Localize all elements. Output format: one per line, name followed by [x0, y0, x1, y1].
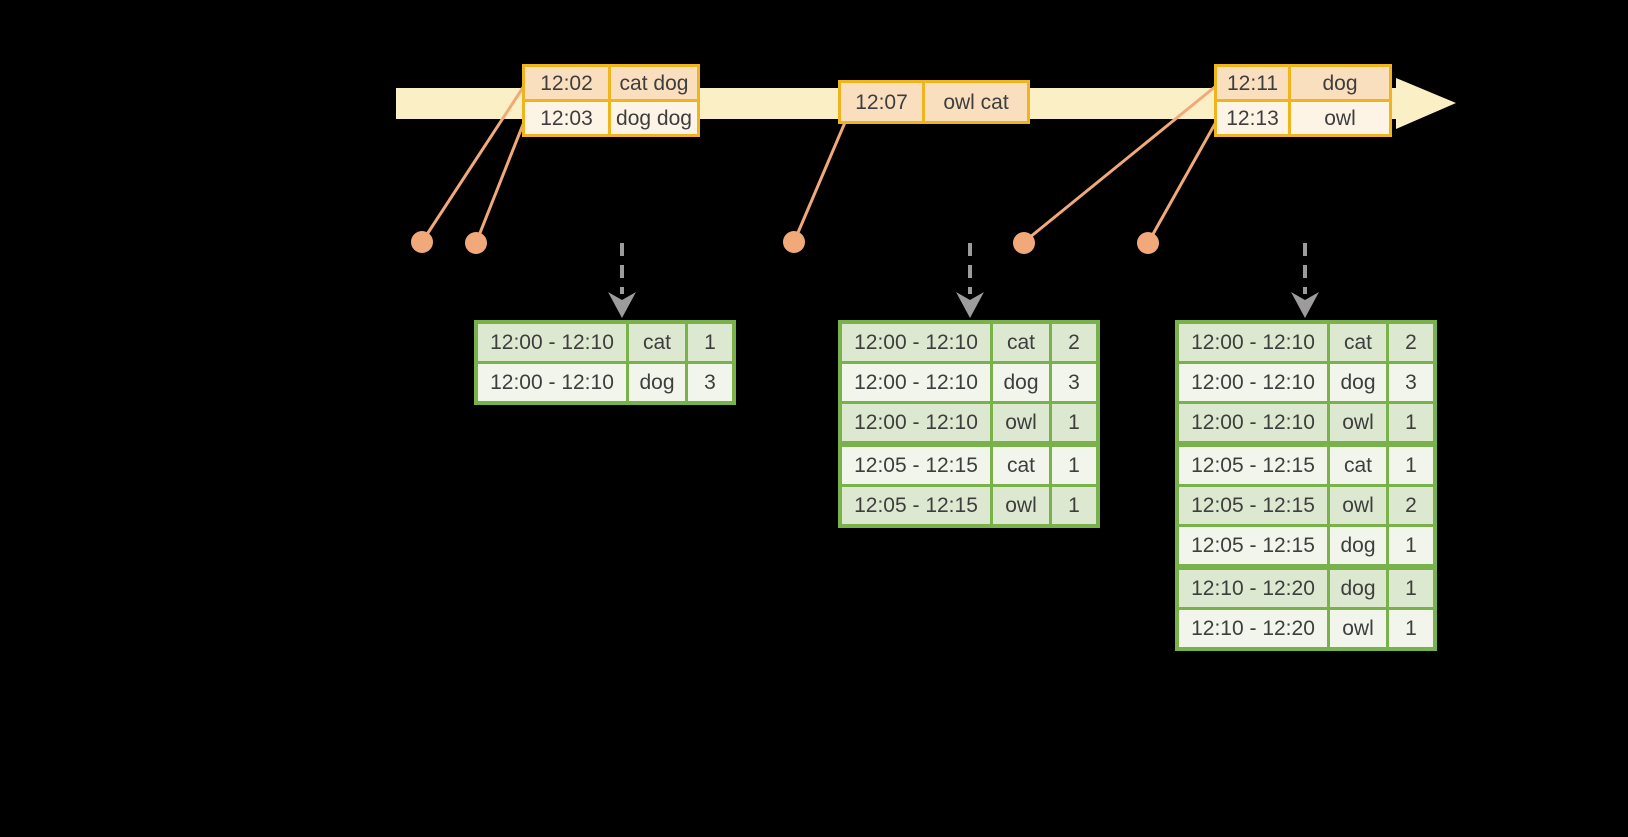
window-cell: 12:10 - 12:20 [1179, 570, 1327, 607]
event-words-cell: cat dog [611, 67, 697, 99]
count-cell: 2 [1389, 487, 1433, 524]
count-cell: 1 [1052, 404, 1096, 441]
table-row: 12:00 - 12:10 owl 1 [1179, 404, 1433, 441]
table-row: 12:00 - 12:10 cat 1 [478, 324, 732, 361]
word-cell: owl [993, 404, 1049, 441]
event-dot [411, 231, 433, 253]
window-cell: 12:00 - 12:10 [1179, 404, 1327, 441]
window-cell: 12:00 - 12:10 [1179, 324, 1327, 361]
table-row: 12:00 - 12:10 cat 2 [1179, 324, 1433, 361]
word-cell: owl [1330, 610, 1386, 647]
count-cell: 1 [1389, 610, 1433, 647]
word-cell: dog [1330, 527, 1386, 564]
event-table-1: 12:02 cat dog 12:03 dog dog [522, 64, 700, 137]
count-cell: 2 [1389, 324, 1433, 361]
window-cell: 12:00 - 12:10 [842, 404, 990, 441]
trigger-arrowhead-icon [608, 292, 636, 318]
table-row: 12:00 - 12:10 cat 2 [842, 324, 1096, 361]
word-cell: owl [993, 487, 1049, 524]
count-cell: 1 [1389, 527, 1433, 564]
event-time-cell: 12:03 [525, 102, 608, 134]
count-cell: 3 [1389, 364, 1433, 401]
event-words-cell: dog [1291, 67, 1389, 99]
table-row: 12:05 - 12:15 owl 1 [842, 487, 1096, 524]
table-row: 12:05 - 12:15 cat 1 [842, 447, 1096, 484]
event-time-cell: 12:02 [525, 67, 608, 99]
window-cell: 12:05 - 12:15 [1179, 487, 1327, 524]
trigger-arrowhead-icon [956, 292, 984, 318]
count-cell: 1 [1389, 404, 1433, 441]
count-cell: 1 [1389, 447, 1433, 484]
word-cell: cat [993, 324, 1049, 361]
window-cell: 12:00 - 12:10 [478, 324, 626, 361]
window-cell: 12:00 - 12:10 [842, 364, 990, 401]
event-words-cell: dog dog [611, 102, 697, 134]
table-row: 12:05 - 12:15 cat 1 [1179, 447, 1433, 484]
event-time-cell: 12:11 [1217, 67, 1288, 99]
count-cell: 1 [1389, 570, 1433, 607]
table-row: 12:00 - 12:10 owl 1 [842, 404, 1096, 441]
event-leader-line [420, 85, 526, 243]
count-cell: 2 [1052, 324, 1096, 361]
window-cell: 12:05 - 12:15 [842, 487, 990, 524]
table-row: 12:10 - 12:20 dog 1 [1179, 570, 1433, 607]
window-cell: 12:00 - 12:10 [478, 364, 626, 401]
result-table-2: 12:00 - 12:10 cat 2 12:00 - 12:10 dog 3 … [838, 320, 1100, 528]
table-row: 12:00 - 12:10 dog 3 [1179, 364, 1433, 401]
word-cell: cat [993, 447, 1049, 484]
result-table-1: 12:00 - 12:10 cat 1 12:00 - 12:10 dog 3 [474, 320, 736, 405]
event-leader-line [792, 119, 848, 243]
word-cell: cat [1330, 324, 1386, 361]
window-cell: 12:00 - 12:10 [842, 324, 990, 361]
word-cell: owl [1330, 404, 1386, 441]
count-cell: 3 [1052, 364, 1096, 401]
event-leader-line [474, 121, 526, 244]
event-dot [465, 232, 487, 254]
timeline-arrowhead-icon [1396, 78, 1456, 129]
event-table-3: 12:11 dog 12:13 owl [1214, 64, 1392, 137]
word-cell: dog [1330, 570, 1386, 607]
count-cell: 3 [688, 364, 732, 401]
word-cell: dog [993, 364, 1049, 401]
window-cell: 12:10 - 12:20 [1179, 610, 1327, 647]
event-words-cell: owl [1291, 102, 1389, 134]
trigger-arrowhead-icon [1291, 292, 1319, 318]
window-cell: 12:05 - 12:15 [1179, 527, 1327, 564]
event-leader-line [1146, 121, 1218, 244]
count-cell: 1 [688, 324, 732, 361]
table-row: 12:10 - 12:20 owl 1 [1179, 610, 1433, 647]
event-dot [1013, 232, 1035, 254]
window-cell: 12:05 - 12:15 [1179, 447, 1327, 484]
word-cell: owl [1330, 487, 1386, 524]
event-dot [783, 231, 805, 253]
event-words-cell: owl cat [925, 83, 1027, 121]
count-cell: 1 [1052, 487, 1096, 524]
window-cell: 12:00 - 12:10 [1179, 364, 1327, 401]
event-leader-line [1023, 84, 1217, 244]
word-cell: cat [1330, 447, 1386, 484]
event-dot [1137, 232, 1159, 254]
table-row: 12:00 - 12:10 dog 3 [478, 364, 732, 401]
word-cell: dog [629, 364, 685, 401]
window-cell: 12:05 - 12:15 [842, 447, 990, 484]
table-row: 12:00 - 12:10 dog 3 [842, 364, 1096, 401]
word-cell: cat [629, 324, 685, 361]
count-cell: 1 [1052, 447, 1096, 484]
event-table-2: 12:07 owl cat [838, 80, 1030, 124]
table-row: 12:05 - 12:15 dog 1 [1179, 527, 1433, 564]
word-cell: dog [1330, 364, 1386, 401]
event-time-cell: 12:13 [1217, 102, 1288, 134]
event-time-cell: 12:07 [841, 83, 922, 121]
result-table-3: 12:00 - 12:10 cat 2 12:00 - 12:10 dog 3 … [1175, 320, 1437, 651]
table-row: 12:05 - 12:15 owl 2 [1179, 487, 1433, 524]
